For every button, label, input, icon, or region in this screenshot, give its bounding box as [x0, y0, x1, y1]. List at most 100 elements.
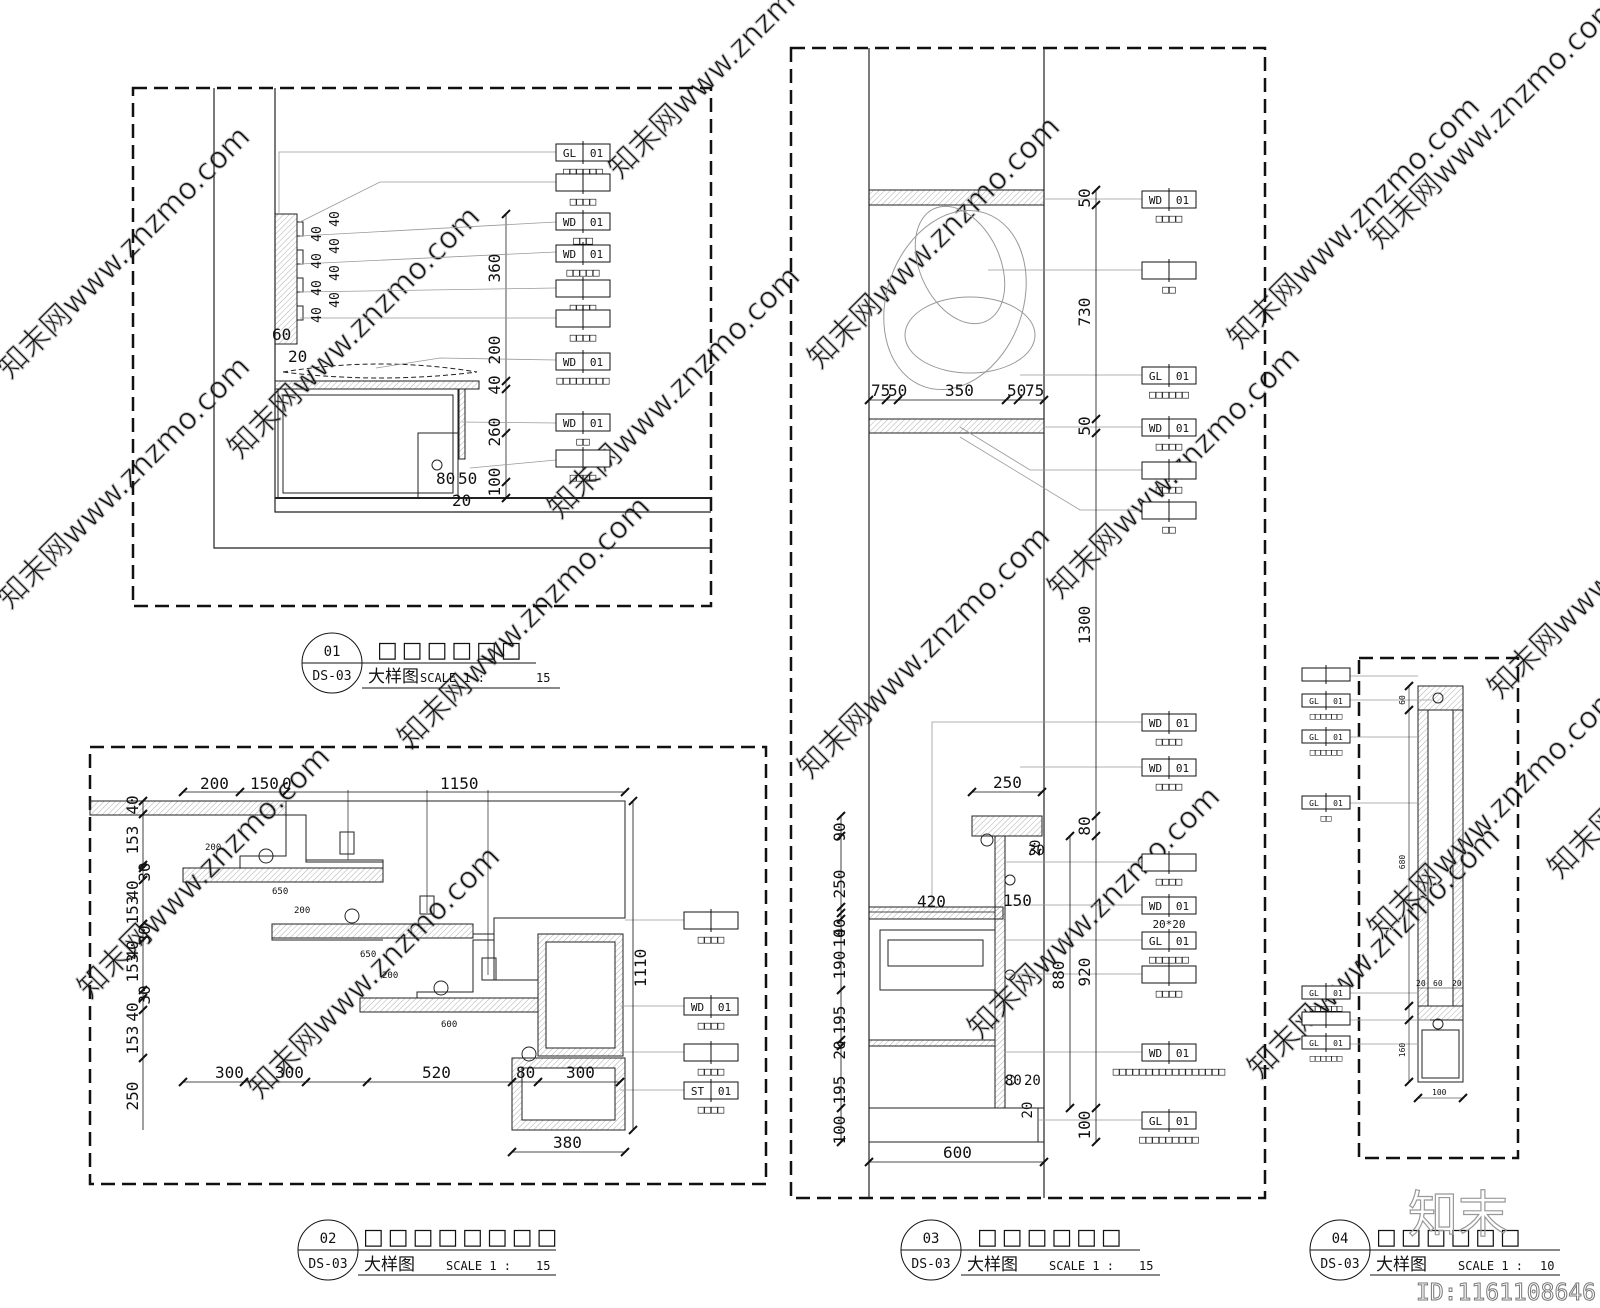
- material-number: 01: [1176, 1115, 1189, 1128]
- material-tag: □□□□: [683, 1041, 739, 1078]
- dimension-label: 20: [1416, 979, 1426, 988]
- title-type-01: 大样图: [368, 667, 419, 687]
- dimension-label: 40: [310, 307, 325, 323]
- material-note: □□□□□□: [1149, 953, 1189, 966]
- title-sheetref-01: DS-03: [312, 669, 351, 684]
- dimension-label: 60: [1398, 695, 1407, 705]
- dimension-label: 60: [1433, 979, 1443, 988]
- material-note: □□□□: [1156, 212, 1183, 225]
- panel-03-frame: [789, 46, 1267, 1200]
- dimension-label: 90: [830, 822, 849, 841]
- panel-04-frame: [1357, 656, 1520, 1160]
- material-note: □□□□: [1156, 440, 1183, 453]
- dimension-label: 40: [123, 795, 142, 814]
- dimension-label: 30: [135, 862, 154, 881]
- material-tag: □□□□: [1141, 459, 1197, 496]
- dimension-label: 75: [871, 381, 890, 400]
- material-number: 01: [718, 1085, 731, 1098]
- dimension-label: 0: [282, 774, 292, 793]
- dimension-label: 880: [1049, 961, 1068, 990]
- material-code: GL: [1309, 989, 1319, 998]
- dimension-label: 30: [135, 985, 154, 1004]
- dimension-label: 20: [1024, 1073, 1041, 1089]
- dimension-label: 50: [1075, 188, 1094, 207]
- material-code: GL: [563, 147, 577, 160]
- material-note: 20*20: [1152, 918, 1185, 931]
- dimension-label: 600: [943, 1143, 972, 1162]
- dimension-label: 40: [123, 1002, 142, 1021]
- title-type-04: 大样图: [1376, 1255, 1427, 1275]
- dimension-label: 360: [485, 254, 504, 283]
- dimension-label: 20: [1020, 1102, 1036, 1119]
- material-tag: [1301, 1009, 1351, 1028]
- dimension-label: 80: [516, 1063, 535, 1082]
- dimension-label: 920: [1075, 958, 1094, 987]
- material-number: 01: [1176, 370, 1189, 383]
- watermark-text: 知末网www.znzmo.com: [601, 0, 867, 186]
- material-note: □□□□: [570, 195, 597, 208]
- material-note: □□: [1321, 814, 1332, 824]
- dimension-label: 300: [566, 1063, 595, 1082]
- material-note: □□□□□□: [1310, 1054, 1343, 1064]
- watermark-text: 知末网www.znzmo.com: [0, 349, 257, 615]
- title-block-01: 01 DS-03 □□□□□□ 大样图 SCALE 1 : 15: [301, 632, 560, 694]
- material-note: □□□□: [1156, 735, 1183, 748]
- material-note: □□: [576, 435, 590, 448]
- watermark-text: 知末网www.znzmo.com: [1361, 0, 1600, 256]
- material-number: 01: [1333, 1039, 1343, 1048]
- dimension-label: 50: [888, 381, 907, 400]
- title-scale-label-04: SCALE 1 :: [1458, 1259, 1523, 1273]
- material-note: □□□□: [698, 1103, 725, 1116]
- dimension-label: 60: [272, 325, 291, 344]
- material-note: □□□□: [698, 1065, 725, 1078]
- panel-01-frame: [131, 86, 713, 608]
- dimension-label: 300: [275, 1063, 304, 1082]
- panel-02-frame: [88, 745, 768, 1186]
- dimension-label: 10: [830, 928, 849, 947]
- material-number: 01: [1176, 422, 1189, 435]
- dimension-label: 250: [993, 773, 1022, 792]
- material-code: WD: [1149, 194, 1162, 207]
- material-code: WD: [563, 356, 576, 369]
- dimension-label: 40: [328, 265, 343, 281]
- dimension-label: 150: [250, 774, 279, 793]
- material-tag: □□□□: [555, 307, 611, 344]
- title-text-04: □□□□□□: [1376, 1225, 1525, 1250]
- material-tag: □□: [1141, 499, 1197, 536]
- dimension-label: 20: [288, 347, 307, 366]
- material-note: □□□□□□: [1310, 748, 1343, 758]
- dimension-label: 153: [123, 1026, 142, 1055]
- title-scale-value-04: 10: [1540, 1259, 1554, 1273]
- material-code: WD: [691, 1001, 704, 1014]
- dimension-label: 350: [945, 381, 974, 400]
- title-scale-value-02: 15: [536, 1259, 550, 1273]
- material-number: 01: [1176, 1047, 1189, 1060]
- material-code: WD: [1149, 717, 1162, 730]
- material-number: 01: [1333, 989, 1343, 998]
- dimension-label: 20: [1028, 840, 1044, 857]
- dimension-label: 260: [485, 418, 504, 447]
- material-code: GL: [1149, 370, 1163, 383]
- title-sheetref-02: DS-03: [308, 1257, 347, 1272]
- material-note: □□□□: [1156, 987, 1183, 1000]
- watermark-text: 知末网www.znzmo.com: [1481, 439, 1600, 705]
- dimension-label: 380: [553, 1133, 582, 1152]
- dimension-label: 40: [123, 880, 142, 899]
- shelf-label: 650: [360, 950, 376, 960]
- dimension-label: 1300: [1075, 606, 1094, 645]
- panel-02-leaders: [620, 919, 684, 1091]
- watermark-text: 知末网www.znzmo.com: [1221, 89, 1487, 355]
- dimension-label: 80: [1005, 1073, 1022, 1089]
- title-type-02: 大样图: [364, 1255, 415, 1275]
- material-note: □□: [1162, 523, 1176, 536]
- material-code: WD: [1149, 762, 1162, 775]
